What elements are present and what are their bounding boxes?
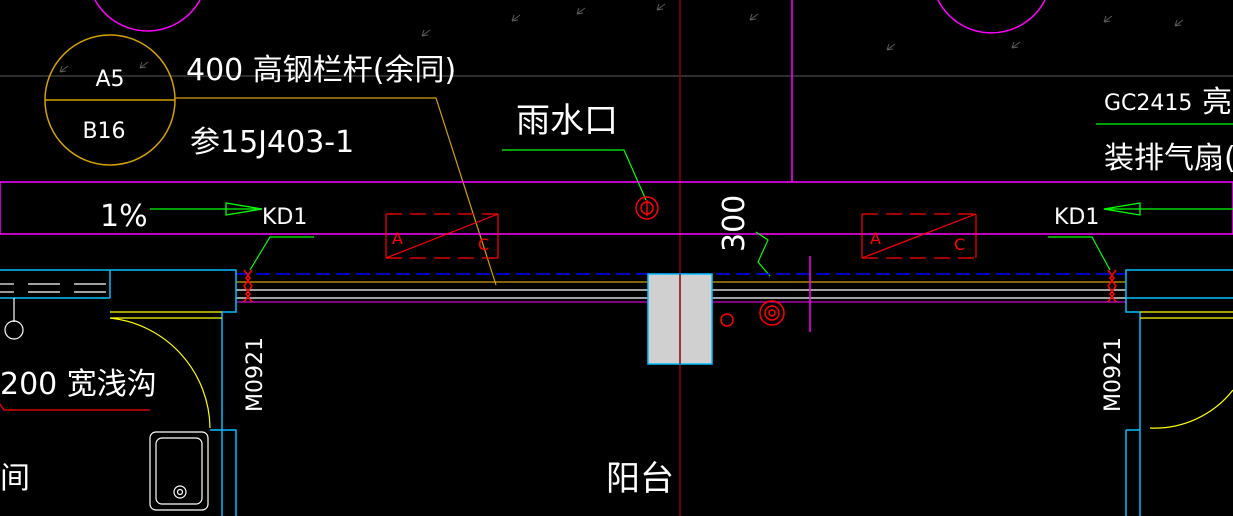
top-circle-right	[937, 0, 1046, 34]
drain-leader-right	[1048, 236, 1111, 271]
vent-right-c: C	[954, 235, 965, 254]
top-circle-left	[94, 0, 201, 32]
balcony-label: 阳台	[606, 459, 674, 499]
rain-outlet-leader	[502, 149, 647, 201]
room-fragment-label: 间	[0, 461, 30, 496]
break-symbol-right	[1107, 269, 1117, 303]
fan-code: GC2415	[1104, 91, 1192, 116]
slope-label: 1%	[100, 199, 148, 234]
slope-arrow-left	[150, 202, 263, 216]
vent-left-c: C	[478, 235, 489, 254]
balcony-gutter-band	[0, 181, 1233, 235]
gutter-leader	[0, 403, 150, 411]
rain-outlet-label: 雨水口	[516, 101, 618, 141]
fan-text: 亮	[1202, 85, 1232, 120]
vent-symbol-right	[861, 213, 977, 259]
drain-pipe-small	[720, 313, 734, 327]
detail-callout-bottom: B16	[82, 119, 125, 144]
railing-reference: 参15J403-1	[190, 125, 354, 160]
detail-callout-top: A5	[95, 67, 124, 92]
dimension-300: 300	[717, 195, 752, 252]
slope-arrow-right	[1103, 202, 1233, 216]
break-symbol-left	[243, 269, 253, 303]
left-room-walls	[0, 269, 237, 516]
vent-symbol-left	[385, 213, 499, 259]
right-room-walls	[1125, 269, 1233, 516]
drain-label-left: KD1	[262, 205, 307, 230]
vent-left-a: A	[392, 229, 403, 248]
door-label-right: M0921	[1101, 337, 1126, 412]
drain-leader-left	[249, 236, 314, 271]
railing-note: 400 高钢栏杆(余同)	[186, 53, 456, 88]
hatch-arrows	[59, 3, 1184, 73]
floor-drain-left	[4, 320, 24, 340]
right-door-swing	[1140, 311, 1233, 429]
dimension-tick	[755, 231, 771, 277]
left-window-lines	[0, 283, 106, 293]
drain-label-right: KD1	[1054, 205, 1099, 230]
gutter-note: 200 宽浅沟	[0, 367, 157, 402]
drain-pipe-large	[759, 300, 785, 326]
detail-callout[interactable]: A5 B16	[44, 34, 176, 166]
rain-outlet-symbol	[635, 196, 659, 220]
door-label-left: M0921	[243, 337, 268, 412]
left-door-swing	[109, 311, 222, 429]
fan-note: 装排气扇(余同	[1104, 141, 1233, 176]
toilet-fixture	[149, 431, 209, 511]
vent-right-a: A	[870, 229, 881, 248]
